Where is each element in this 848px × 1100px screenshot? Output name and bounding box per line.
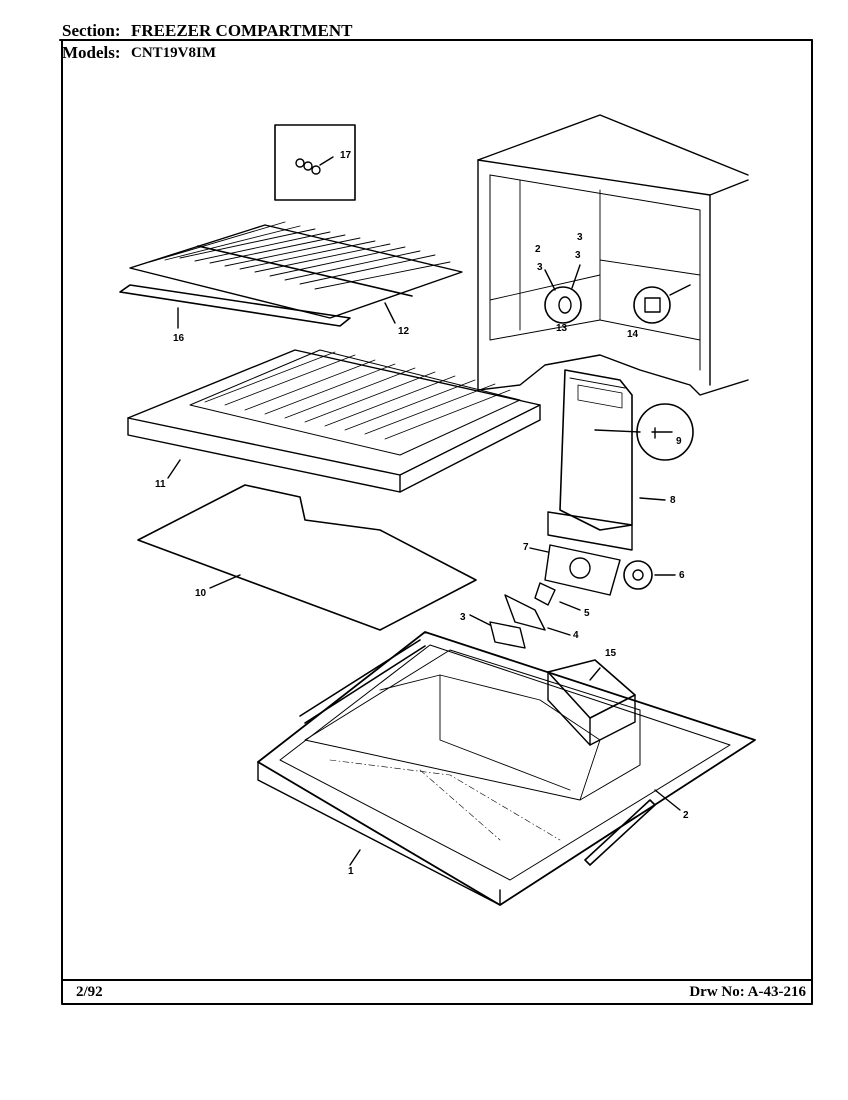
part-17-detail [274, 124, 356, 201]
cabinet-detail [477, 114, 749, 396]
part-8-air-duct [547, 369, 666, 551]
callout-3-detail-a: 3 [577, 232, 583, 243]
part-1-freezer-floor [257, 631, 756, 906]
callout-12: 12 [398, 326, 410, 337]
part-9-screw-detail [594, 403, 694, 461]
part-3-motor-mount [469, 614, 526, 649]
callout-4: 4 [573, 630, 579, 641]
model-number: CNT19V8IM [131, 45, 216, 61]
callout-5: 5 [584, 608, 590, 619]
section-label: Section: [62, 21, 121, 40]
part-6-grommet [623, 560, 676, 590]
callout-15: 15 [605, 648, 617, 659]
callout-9: 9 [676, 436, 682, 447]
callout-11: 11 [155, 479, 166, 490]
callout-3-detail-c: 3 [575, 250, 581, 261]
callout-2-detail: 2 [535, 244, 541, 255]
section-title: FREEZER COMPARTMENT [131, 21, 353, 40]
callout-6: 6 [679, 570, 685, 581]
callout-14: 14 [627, 329, 639, 340]
callout-7: 7 [523, 542, 529, 553]
callout-8: 8 [670, 495, 676, 506]
callout-3-detail-b: 3 [537, 262, 543, 273]
callout-10: 10 [195, 588, 207, 599]
part-16-shelf-strip [119, 284, 351, 329]
drawing-frame [61, 39, 813, 1005]
revision-date: 2/92 [76, 984, 103, 1000]
part-12-wire-shelf [129, 221, 463, 324]
callout-17: 17 [340, 150, 352, 161]
drawing-number: Drw No: A-43-216 [689, 984, 806, 1000]
part-7-fan-bracket [529, 544, 621, 596]
part-4-motor [504, 594, 571, 636]
part-11-freezer-shelf [127, 349, 541, 493]
callout-16: 16 [173, 333, 185, 344]
part-5-fan-blade [534, 582, 581, 611]
models-label: Models: [62, 43, 121, 62]
callout-13: 13 [556, 323, 568, 334]
part-15-duct-cover [547, 659, 636, 746]
callout-1: 1 [348, 866, 354, 877]
callout-3: 3 [460, 612, 466, 623]
callout-2: 2 [683, 810, 689, 821]
part-2-trim-strip [584, 789, 681, 866]
part-10-panel [137, 484, 477, 631]
